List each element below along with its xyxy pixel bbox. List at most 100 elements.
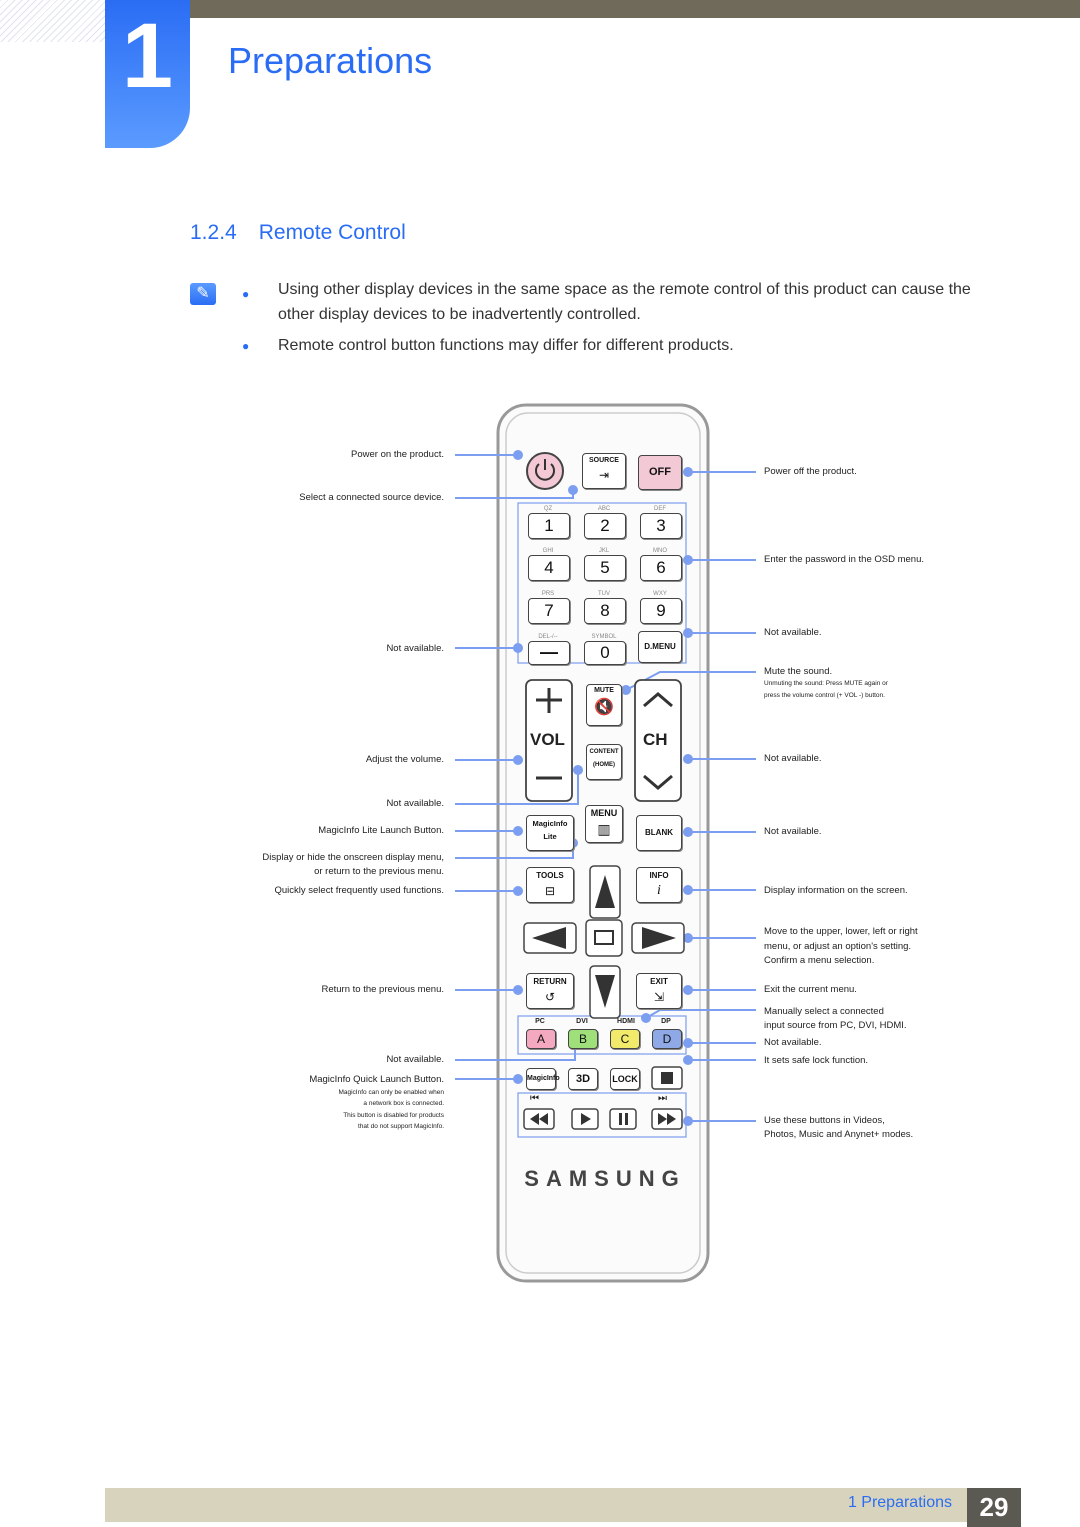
magicinfo-label: MagicInfo: [532, 819, 568, 828]
footer-chapter-label: 1 Preparations: [847, 1494, 952, 1511]
content-label: CONTENT: [589, 749, 619, 755]
callout-info: Display information on the screen.: [764, 885, 908, 896]
off-button[interactable]: OFF: [638, 455, 682, 490]
color-key-c-label: C: [620, 1032, 630, 1046]
note-1: Using other display devices in the same …: [278, 281, 971, 323]
color-key-b-label: B: [578, 1032, 587, 1046]
digit-8-button[interactable]: 8: [584, 598, 626, 624]
digit-5-letters: JKL: [598, 548, 610, 554]
digit-5-button[interactable]: 5: [584, 555, 626, 581]
info-label: INFO: [649, 871, 669, 880]
callout-key-d: Not available.: [764, 1037, 822, 1048]
digit-7-label: 7: [544, 601, 554, 620]
digit-7-button[interactable]: 7: [528, 598, 570, 624]
magicinfo-lite-button[interactable]: MagicInfo Lite: [526, 815, 574, 851]
ch-label: CH: [643, 730, 668, 749]
dp-label: DP: [661, 1018, 671, 1025]
digit-6-letters: MNO: [653, 548, 667, 554]
lite-label: Lite: [543, 832, 557, 841]
callout-power-on: Power on the product.: [351, 449, 444, 460]
menu-icon: ▥: [597, 821, 611, 837]
menu-button[interactable]: MENU ▥: [585, 805, 623, 843]
vol-label: VOL: [530, 730, 565, 749]
dmenu-button[interactable]: D.MENU: [638, 631, 682, 663]
callout-content: Not available.: [386, 798, 444, 809]
info-button[interactable]: INFO i: [636, 867, 682, 903]
callout-magicinfo-note-2: a network box is connected.: [363, 1100, 444, 1107]
digit-1-button[interactable]: 1: [528, 513, 570, 539]
digit-9-letters: WXY: [653, 591, 667, 597]
source-button[interactable]: SOURCE ⇥: [582, 453, 626, 489]
callout-channel: Not available.: [764, 753, 822, 764]
magicinfo-button[interactable]: MagicInfo: [526, 1068, 560, 1090]
digit-2-letters: ABC: [597, 506, 611, 512]
pc-label: PC: [535, 1018, 545, 1025]
digit-6-label: 6: [656, 558, 666, 577]
header-bar: [190, 0, 1080, 18]
magicinfo-short-label: MagicInfo: [527, 1075, 560, 1082]
dash-icon: —: [540, 642, 558, 662]
callout-lock: It sets safe lock function.: [764, 1055, 869, 1066]
callout-source: Select a connected source device.: [299, 492, 444, 503]
digit-3-label: 3: [656, 516, 666, 535]
exit-label: EXIT: [650, 977, 668, 986]
callout-source-select-2: input source from PC, DVI, HDMI.: [764, 1020, 907, 1031]
color-key-a[interactable]: A: [526, 1029, 556, 1049]
three-d-button[interactable]: 3D: [568, 1068, 598, 1090]
digit-4-letters: GHI: [542, 548, 554, 554]
callout-mute: Mute the sound.: [764, 666, 833, 677]
dash-button[interactable]: —: [528, 641, 570, 665]
callout-menu-line-1: Display or hide the onscreen display men…: [262, 852, 444, 863]
digit-0-button[interactable]: 0: [584, 641, 626, 665]
hdmi-label: HDMI: [617, 1018, 635, 1025]
digit-0-label: 0: [600, 643, 610, 662]
color-key-a-label: A: [536, 1032, 545, 1046]
source-label: SOURCE: [589, 457, 619, 464]
content-home-button[interactable]: CONTENT (HOME): [586, 744, 622, 780]
digit-9-button[interactable]: 9: [640, 598, 682, 624]
enter-key: [585, 919, 623, 957]
mute-button[interactable]: MUTE 🔇: [586, 684, 622, 726]
power-icon: [535, 463, 555, 481]
digit-4-button[interactable]: 4: [528, 555, 570, 581]
exit-icon: ⇲: [653, 990, 665, 1004]
info-icon: i: [657, 883, 661, 898]
return-label: RETURN: [533, 977, 567, 986]
remote-inner-outline: [505, 412, 701, 1274]
source-icon: ⇥: [598, 468, 610, 482]
callout-dash: Not available.: [386, 643, 444, 654]
digit-3-button[interactable]: 3: [640, 513, 682, 539]
vol-rocker: [525, 679, 573, 802]
three-d-label: 3D: [575, 1073, 591, 1085]
exit-button[interactable]: EXIT ⇲: [636, 973, 682, 1009]
digit-2-label: 2: [600, 516, 610, 535]
blank-button[interactable]: BLANK: [636, 815, 682, 851]
remote-body: [496, 403, 710, 1283]
digit-6-button[interactable]: 6: [640, 555, 682, 581]
lock-label: LOCK: [612, 1074, 638, 1084]
page-number: 29: [967, 1488, 1021, 1527]
power-button: [526, 452, 564, 490]
footer-bar: [105, 1488, 980, 1522]
digit-2-button[interactable]: 2: [584, 513, 626, 539]
mute-label: MUTE: [594, 687, 614, 694]
digit-9-label: 9: [656, 601, 666, 620]
callout-nav-2: menu, or adjust an option's setting.: [764, 941, 912, 952]
color-key-c[interactable]: C: [610, 1029, 640, 1049]
note-2: Remote control button functions may diff…: [278, 337, 734, 354]
callout-power-off: Power off the product.: [764, 466, 857, 477]
digit-8-label: 8: [600, 601, 610, 620]
digit-4-label: 4: [544, 558, 554, 577]
callout-tools: Quickly select frequently used functions…: [274, 885, 444, 896]
tools-button[interactable]: TOOLS ⊟: [526, 867, 574, 903]
return-button[interactable]: RETURN ↺: [526, 973, 574, 1009]
color-key-b[interactable]: B: [568, 1029, 598, 1049]
dvi-label: DVI: [576, 1018, 588, 1025]
home-label: (HOME): [593, 762, 615, 768]
media-keys-group-outline: [517, 1092, 687, 1138]
lock-button[interactable]: LOCK: [610, 1068, 640, 1090]
digit-5-label: 5: [600, 558, 610, 577]
color-key-d[interactable]: D: [652, 1029, 682, 1049]
callout-magicinfo-note-3: This button is disabled for products: [343, 1112, 444, 1119]
